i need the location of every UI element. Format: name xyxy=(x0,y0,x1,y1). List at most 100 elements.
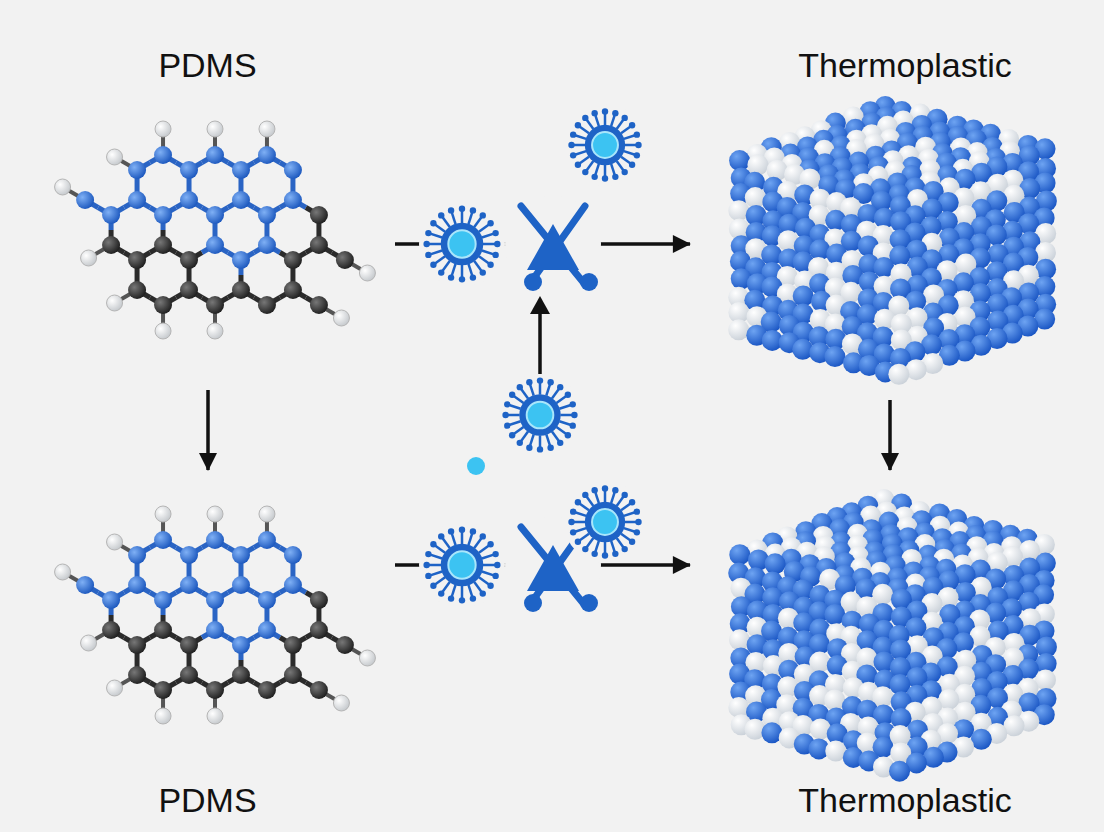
icon-ground xyxy=(419,522,505,608)
nitrogen-atom xyxy=(128,191,146,209)
nitrogen-atom xyxy=(154,206,172,224)
illustration-label: Thermoplastic xyxy=(798,782,1012,819)
spike-knob xyxy=(571,412,577,418)
carbon-atom xyxy=(102,236,120,254)
hydrogen-atom xyxy=(155,323,171,339)
hydrogen-atom xyxy=(259,121,275,137)
up-arrow xyxy=(538,312,542,374)
hydrogen-atom xyxy=(207,323,223,339)
spike-knob xyxy=(568,142,574,148)
nitrogen-atom xyxy=(180,576,198,594)
sphere xyxy=(765,553,786,574)
carbon-atom xyxy=(284,666,302,684)
spike-knob xyxy=(470,274,476,280)
spike-knob xyxy=(448,207,454,213)
spike-knob xyxy=(430,262,436,268)
nitrogen-atom xyxy=(232,546,250,564)
carbon-atom xyxy=(154,621,172,639)
nitrogen-atom xyxy=(102,206,120,224)
nitrogen-atom xyxy=(284,191,302,209)
nitrogen-atom xyxy=(128,576,146,594)
linker-core xyxy=(527,224,579,270)
hydrogen-atom xyxy=(259,506,275,522)
spike-knob xyxy=(470,528,476,534)
spike-knob xyxy=(629,499,635,505)
nitrogen-atom xyxy=(232,636,250,654)
hydrogen-atom xyxy=(207,506,223,522)
spike-knob xyxy=(612,487,618,493)
hydrogen-atom xyxy=(107,534,123,550)
hydrogen-atom xyxy=(359,265,375,281)
spike-knob xyxy=(430,583,436,589)
nitrogen-atom xyxy=(180,161,198,179)
spike-knob xyxy=(494,562,500,568)
carbon-atom xyxy=(206,296,224,314)
nitrogen-atom xyxy=(232,161,250,179)
spike-knob xyxy=(602,485,608,491)
carbon-atom xyxy=(128,281,146,299)
sphere-cube xyxy=(728,489,1057,782)
hydrogen-atom xyxy=(55,179,71,195)
spike-knob xyxy=(537,377,543,383)
icon-ground xyxy=(564,104,646,186)
nitrogen-atom xyxy=(284,161,302,179)
sphere xyxy=(747,154,768,175)
carbon-atom xyxy=(310,621,328,639)
particle-dot xyxy=(467,457,485,475)
spike-knob xyxy=(459,205,465,211)
carbon-atom xyxy=(180,251,198,269)
linker-end xyxy=(524,273,542,291)
nitrogen-atom xyxy=(206,206,224,224)
carbon-atom xyxy=(310,591,328,609)
nitrogen-atom xyxy=(76,576,94,594)
spike-knob xyxy=(430,220,436,226)
icon-ground xyxy=(419,201,505,287)
virus-core xyxy=(527,402,554,429)
flow-arrow xyxy=(206,390,210,470)
nitrogen-atom xyxy=(102,591,120,609)
spike-knob xyxy=(591,551,597,557)
flow-arrow xyxy=(888,400,892,470)
spike-knob xyxy=(425,230,431,236)
spike-knob xyxy=(621,115,627,121)
nitrogen-atom xyxy=(232,251,250,269)
sphere xyxy=(889,761,910,782)
spike-knob xyxy=(504,422,510,428)
spike-knob xyxy=(575,122,581,128)
spike-knob xyxy=(425,573,431,579)
nitrogen-atom xyxy=(232,576,250,594)
spike-knob xyxy=(430,541,436,547)
spike-knob xyxy=(568,519,574,525)
spike-knob xyxy=(423,562,429,568)
nitrogen-atom xyxy=(154,146,172,164)
spike-knob xyxy=(504,401,510,407)
hydrogen-atom xyxy=(359,650,375,666)
spike-knob xyxy=(565,392,571,398)
sphere xyxy=(888,364,909,385)
virus-icon xyxy=(564,104,646,186)
spike-knob xyxy=(438,212,444,218)
carbon-atom xyxy=(284,251,302,269)
spike-knob xyxy=(629,122,635,128)
carbon-atom xyxy=(154,681,172,699)
linker-end xyxy=(524,594,542,612)
spike-knob xyxy=(591,174,597,180)
hydrogen-atom xyxy=(155,708,171,724)
virus-body xyxy=(441,544,484,587)
carbon-atom xyxy=(128,666,146,684)
spike-knob xyxy=(582,169,588,175)
spike-knob xyxy=(448,595,454,601)
spike-knob xyxy=(629,161,635,167)
spike-knob xyxy=(582,492,588,498)
spike-knob xyxy=(492,230,498,236)
spike-knob xyxy=(557,384,563,390)
spike-knob xyxy=(438,590,444,596)
nitrogen-atom xyxy=(180,191,198,209)
spike-knob xyxy=(635,142,641,148)
nitrogen-atom xyxy=(206,531,224,549)
nitrogen-atom xyxy=(206,621,224,639)
spike-knob xyxy=(459,597,465,603)
virus-body xyxy=(441,223,484,266)
carbon-atom xyxy=(310,296,328,314)
